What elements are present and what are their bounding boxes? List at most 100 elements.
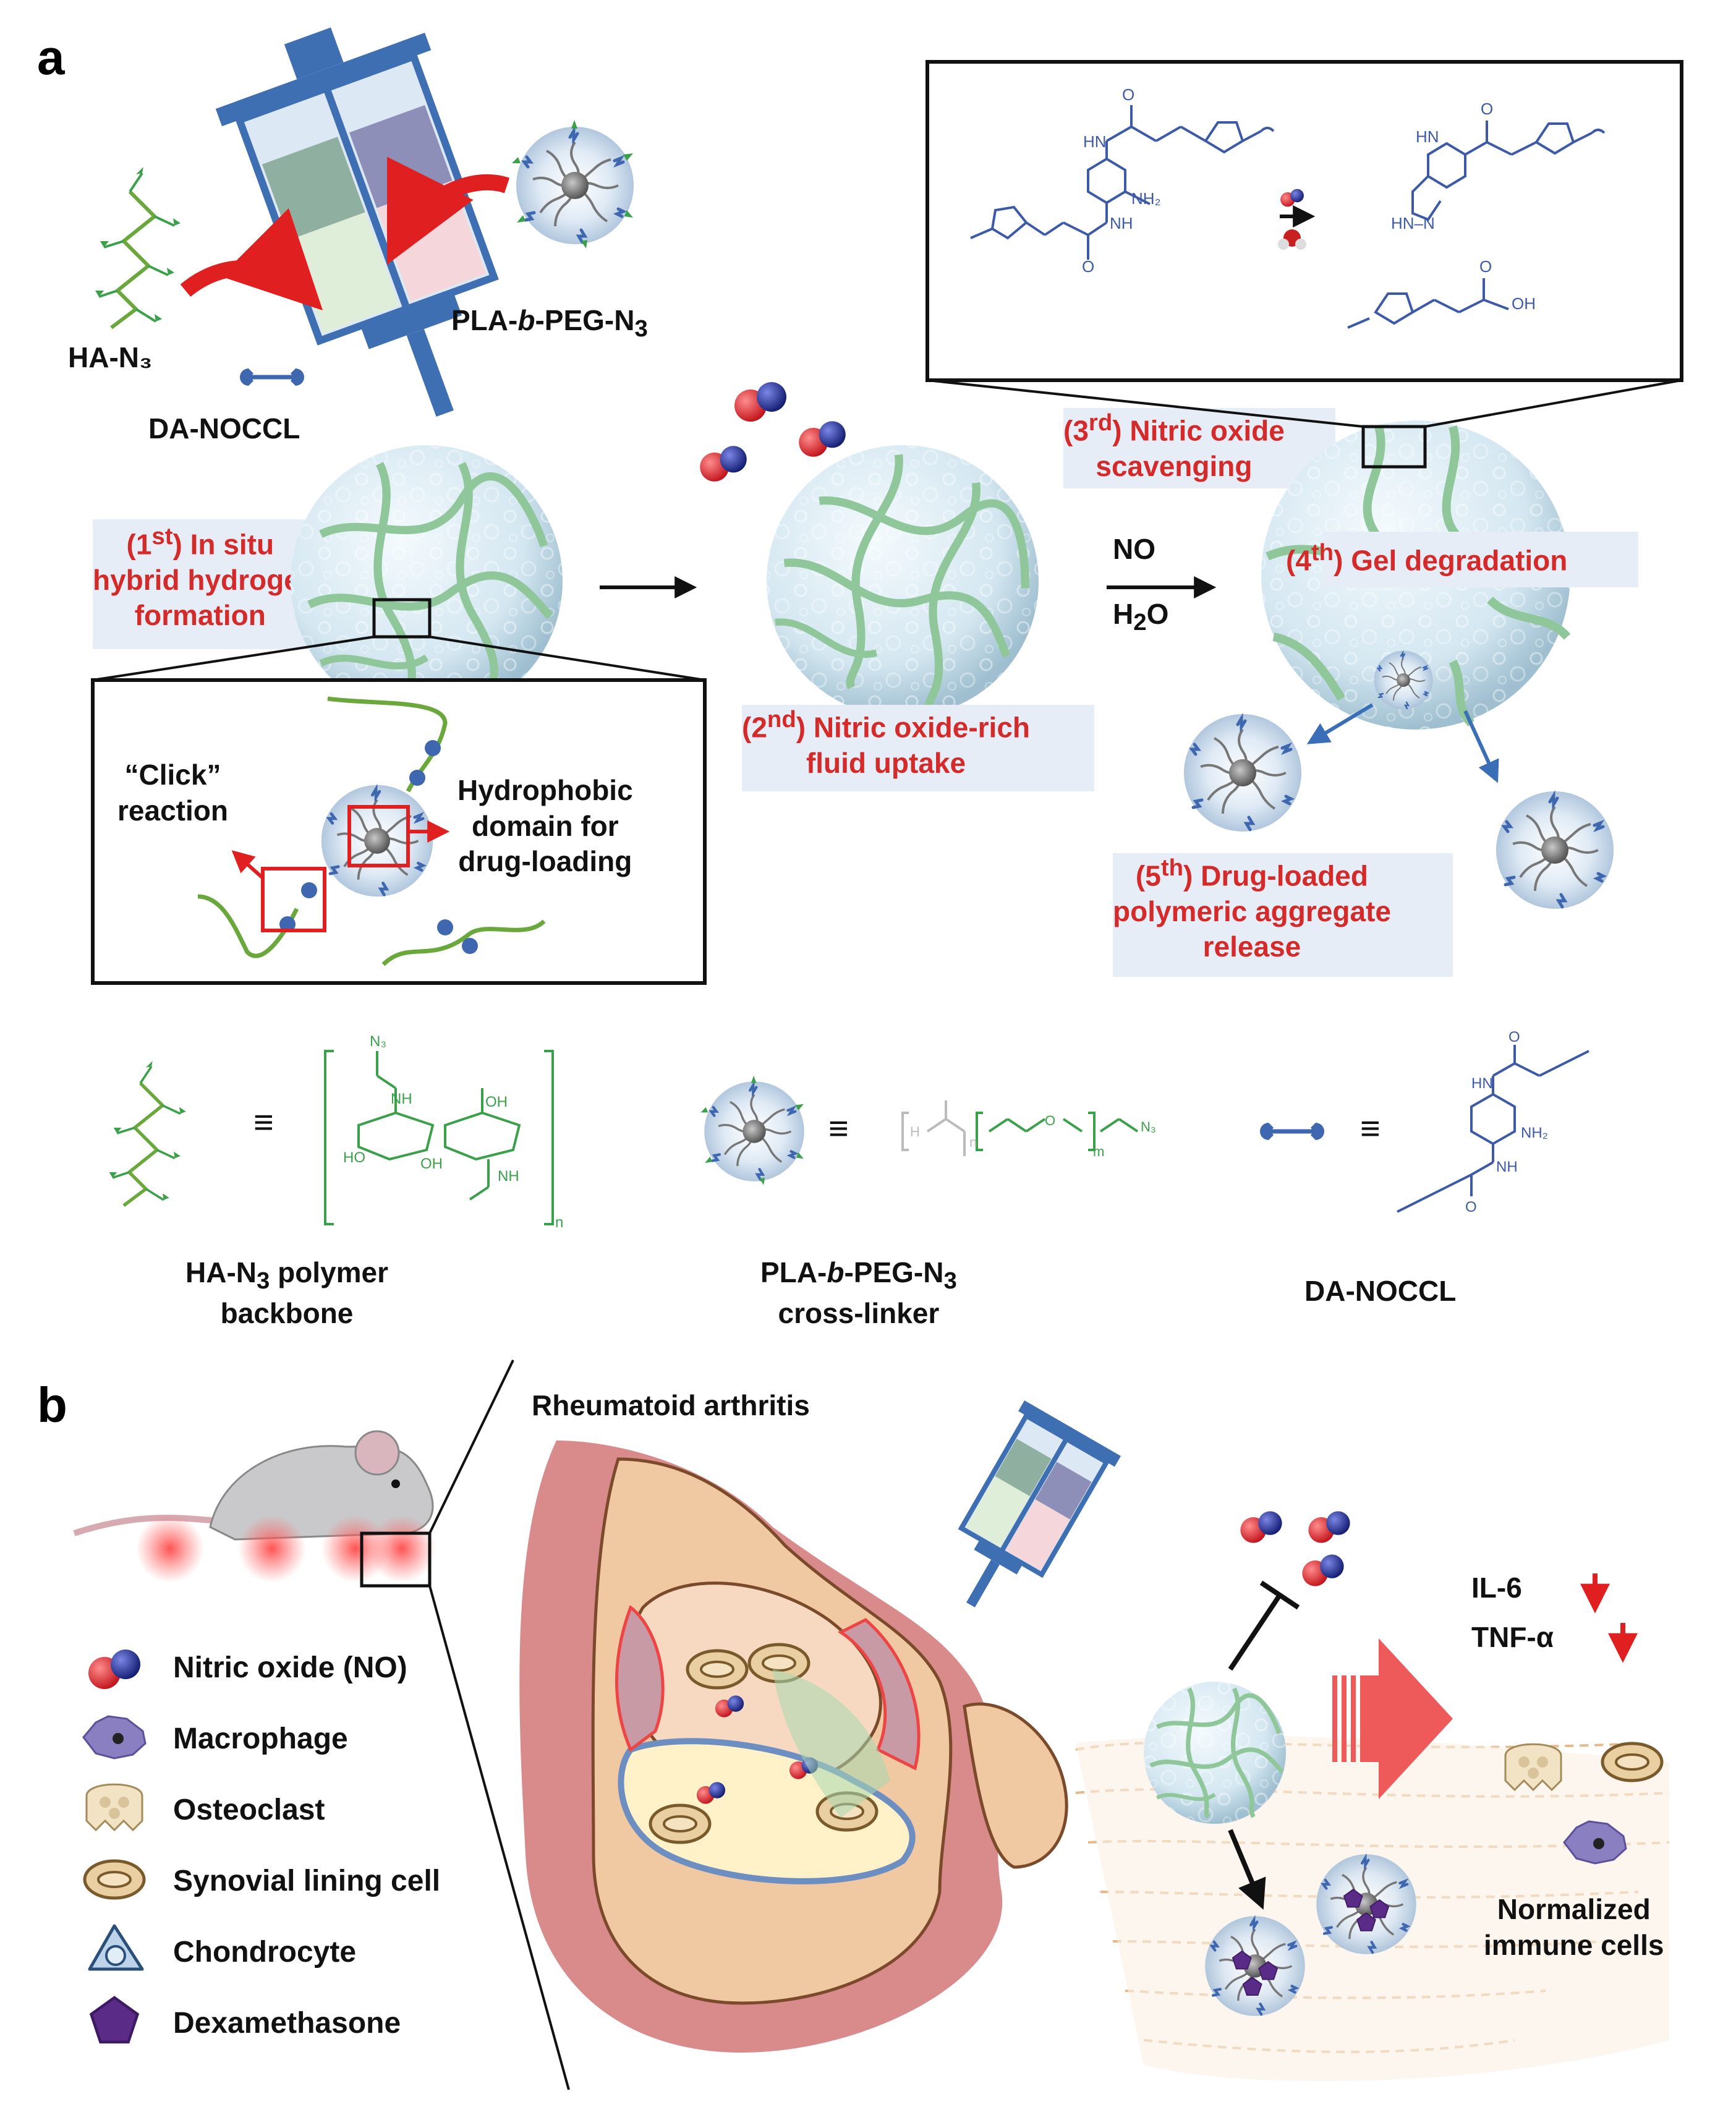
chem-oh: OH xyxy=(1512,294,1536,313)
legend-no-icon xyxy=(88,1649,140,1689)
da-noccl-bottom-label: DA-NOCCL xyxy=(1304,1275,1457,1307)
inhibition-line xyxy=(1228,1593,1282,1671)
panel-b-label: b xyxy=(37,1377,67,1432)
chem-hn-2: HN xyxy=(1416,127,1439,146)
chem-da-o2: O xyxy=(1465,1199,1477,1215)
chem-o-4: O xyxy=(1479,257,1492,276)
joint-illustration xyxy=(519,1441,1068,2053)
zoom-box-chem xyxy=(1361,425,1427,469)
normalized-osteoclast-icon xyxy=(1504,1743,1562,1792)
chem-nh2-1: NH₂ xyxy=(1131,189,1161,208)
click-reaction-label: “Click”reaction xyxy=(117,759,228,827)
red-curved-arrow-left xyxy=(180,208,323,311)
no-molecules-cluster xyxy=(700,382,846,482)
chem-water-icon xyxy=(1278,229,1306,250)
micelle-equiv-icon xyxy=(700,1076,804,1185)
arrow-h2o-label: H2O xyxy=(1113,598,1169,636)
chem-hn-nn: HN–N xyxy=(1391,214,1435,232)
equiv-symbol-1: ≡ xyxy=(253,1102,274,1141)
pla-peg-micelle-icon xyxy=(512,120,634,249)
joint-syringe-icon xyxy=(958,1400,1121,1607)
click-reaction-highlight xyxy=(261,867,326,932)
released-micelle-1 xyxy=(1184,714,1301,832)
chem-o-2: O xyxy=(1082,257,1094,276)
chem-ha-n: n xyxy=(555,1214,563,1231)
chem-da-nh2: NH₂ xyxy=(1521,1125,1548,1141)
chem-ha-oh: OH xyxy=(485,1094,508,1110)
panel-a-label: a xyxy=(37,30,65,85)
pla-peg-structure xyxy=(901,1100,966,1156)
chem-ha-ho1: HO xyxy=(343,1149,365,1166)
chem-o-3: O xyxy=(1481,100,1493,118)
paw-zoom-box xyxy=(360,1531,432,1588)
syringe-icon xyxy=(215,27,499,417)
red-curved-arrow-right xyxy=(387,156,510,265)
hydrogel-sphere-2 xyxy=(752,430,1058,733)
drug-micelle-2 xyxy=(1316,1854,1416,1954)
chem-peg-o: O xyxy=(1045,1113,1055,1128)
chem-h: H xyxy=(910,1124,920,1139)
da-noccl-dumbbell-icon xyxy=(240,368,304,386)
da-noccl-label: DA-NOCCL xyxy=(148,412,300,445)
hydrophobic-highlight xyxy=(347,805,410,867)
chemistry-inset xyxy=(925,60,1683,382)
arrow-no-label: NO xyxy=(1113,533,1155,565)
ha-n3-label: HA-N₃ xyxy=(68,341,153,373)
chem-da-nh: NH xyxy=(1496,1159,1518,1175)
chem-da-o1: O xyxy=(1508,1029,1520,1045)
tnf-label: TNF-α xyxy=(1471,1621,1554,1653)
ha-n3-structure xyxy=(324,1050,554,1225)
chem-peg-m: m xyxy=(1093,1144,1104,1159)
step4-label: (4th) Gel degradation xyxy=(1286,539,1568,577)
normalized-macrophage-icon xyxy=(1563,1820,1627,1865)
il6-label: IL-6 xyxy=(1471,1572,1522,1604)
joint-hydrogel-sphere xyxy=(1144,1682,1286,1824)
legend-label-no: Nitric oxide (NO) xyxy=(173,1651,407,1684)
big-red-arrow xyxy=(1332,1638,1453,1799)
chem-peg-n3: N₃ xyxy=(1141,1119,1156,1134)
inflamed-paws xyxy=(136,1515,436,1583)
drug-micelle-1 xyxy=(1205,1916,1305,2016)
chem-pla-n: n xyxy=(969,1134,977,1150)
crosslink-micelle-icon xyxy=(321,785,433,897)
normalized-synovial-icon xyxy=(1602,1743,1662,1781)
legend-label-dexamethasone: Dexamethasone xyxy=(173,2007,401,2040)
ha-chain-equiv-icon xyxy=(109,1061,186,1206)
legend-synovial-icon xyxy=(85,1861,144,1898)
equiv-symbol-2: ≡ xyxy=(828,1109,849,1147)
zoom-box-small xyxy=(372,598,432,639)
legend-osteoclast-icon xyxy=(85,1783,143,1832)
released-micelle-2 xyxy=(1496,791,1614,909)
ha-n3-chain-icon xyxy=(95,167,181,328)
chem-o-1: O xyxy=(1122,85,1134,104)
rheumatoid-arthritis-title: Rheumatoid arthritis xyxy=(532,1389,810,1421)
chem-ha-oh2: OH xyxy=(420,1156,443,1172)
chem-ha-nh: NH xyxy=(391,1091,412,1107)
legend-label-osteoclast: Osteoclast xyxy=(173,1794,325,1826)
legend-label-synovial: Synovial lining cell xyxy=(173,1865,441,1897)
chem-ha-nh2: NH xyxy=(498,1168,519,1185)
equiv-symbol-3: ≡ xyxy=(1360,1109,1381,1147)
legend-label-chondrocyte: Chondrocyte xyxy=(173,1936,357,1969)
da-noccl-reaction-structure xyxy=(970,105,1606,329)
pla-peg-n3-label: PLA-b-PEG-N3 xyxy=(451,304,648,343)
chem-ha-n3: N₃ xyxy=(370,1033,386,1050)
chem-da-hn: HN xyxy=(1471,1075,1493,1092)
hydrogel-sphere-1 xyxy=(291,445,563,717)
legend-label-macrophage: Macrophage xyxy=(173,1722,348,1755)
legend-chondrocyte-icon xyxy=(88,1924,144,1971)
chem-nh-1: NH xyxy=(1110,214,1133,232)
dumbbell-equiv-icon xyxy=(1260,1123,1324,1140)
legend-dexamethasone-icon xyxy=(91,1998,138,2042)
joint-no-molecules xyxy=(1240,1511,1350,1586)
legend-macrophage-icon xyxy=(82,1715,147,1760)
peg-structure xyxy=(976,1112,1139,1151)
